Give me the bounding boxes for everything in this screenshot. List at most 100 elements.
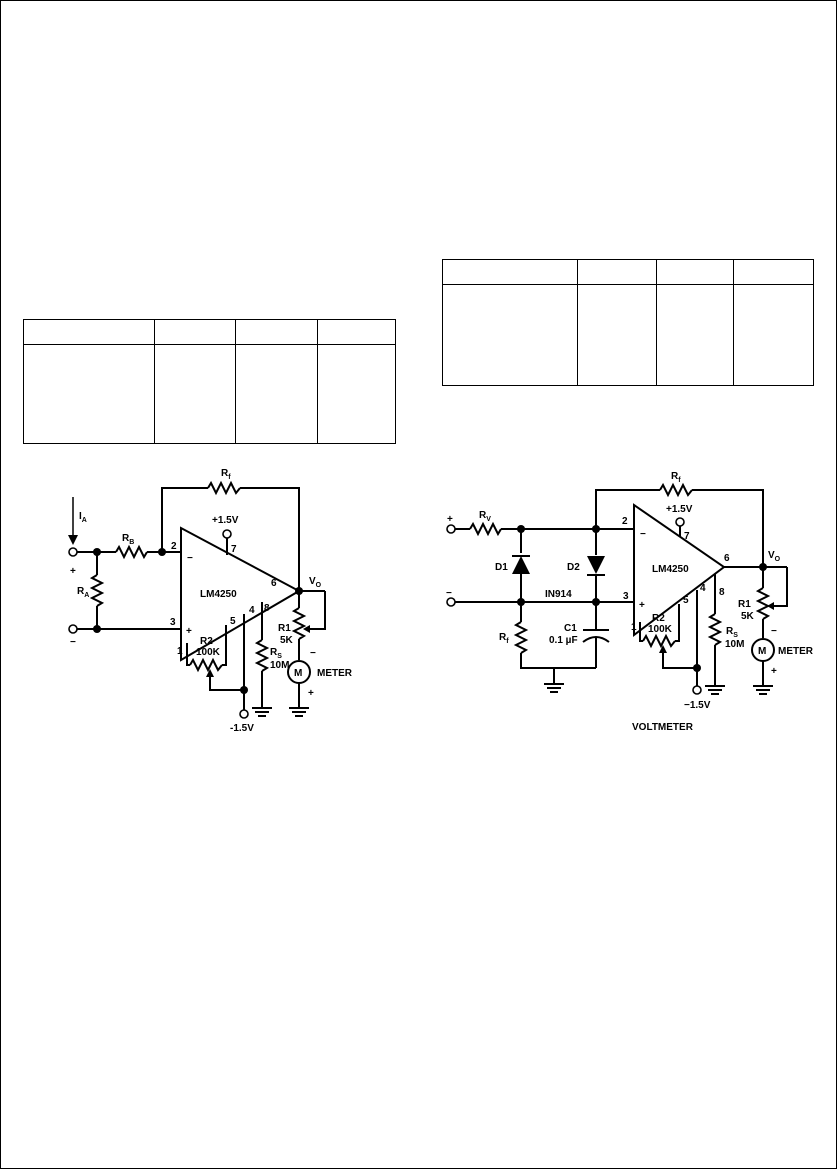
r2-name: R2 (652, 613, 665, 624)
r1-name: R1 (278, 623, 291, 634)
r1-potentiometer (755, 587, 771, 620)
rf2-label: Rf (499, 632, 509, 645)
pin-3-label: 3 (170, 617, 176, 628)
supply-negative-label: −1.5V (684, 700, 711, 711)
r2-value: 100K (648, 624, 673, 635)
pin-1-label: 1 (177, 646, 183, 657)
ground-icon (289, 707, 309, 717)
meter-minus-label: − (310, 648, 316, 659)
ra-label: RA (77, 586, 89, 599)
r1-value: 5K (741, 611, 755, 622)
meter-symbol: M (758, 646, 766, 657)
rf-label: Rf (221, 468, 231, 481)
table-cell (442, 259, 578, 285)
noninverting-input-sign: + (186, 626, 192, 637)
rs-value: 10M (270, 660, 289, 671)
input-minus-terminal (446, 597, 456, 607)
rs-label: RS (270, 647, 282, 660)
pin-8-label: 8 (719, 587, 725, 598)
d1-diode-icon (512, 555, 530, 574)
rv-resistor (469, 521, 502, 537)
noninverting-input-sign: + (639, 600, 645, 611)
table-row (442, 284, 814, 386)
rf2-resistor (513, 621, 529, 654)
rb-resistor (115, 544, 148, 560)
rf-label: Rf (671, 471, 681, 484)
diode-type-label: IN914 (545, 589, 572, 600)
pin-7-label: 7 (231, 544, 237, 555)
rf-resistor (207, 480, 241, 496)
meter-label: METER (778, 646, 814, 657)
inverting-input-sign: − (640, 529, 646, 540)
table-cell (733, 259, 814, 285)
pin-5-label: 5 (683, 595, 689, 606)
rb-label: RB (122, 533, 134, 546)
table-cell (235, 344, 319, 444)
supply-positive-terminal (675, 517, 685, 527)
d2-diode-icon (587, 556, 605, 576)
supply-negative-terminal (239, 709, 249, 719)
pin-6-label: 6 (271, 578, 277, 589)
r2-potentiometer (642, 633, 676, 649)
r2-name: R2 (200, 636, 213, 647)
rs-label: RS (726, 626, 738, 639)
right-table (442, 259, 814, 386)
inverting-input-sign: − (187, 553, 193, 564)
meter-minus-label: − (771, 626, 777, 637)
rv-label: RV (479, 510, 491, 523)
pin-2-label: 2 (171, 541, 177, 552)
input-minus-label: − (446, 588, 452, 599)
vo-label: VO (309, 576, 322, 589)
voltmeter-circuit: + − RV D1 D2 IN914 Rf (446, 471, 814, 733)
rf-resistor (659, 482, 693, 498)
table-cell (442, 284, 578, 386)
r1-potentiometer (291, 607, 307, 640)
table-cell (656, 259, 735, 285)
rs-resistor (254, 639, 270, 672)
r2-value: 100K (196, 647, 221, 658)
vo-label: VO (768, 550, 781, 563)
pin-4-label: 4 (249, 605, 255, 616)
table-cell (317, 319, 396, 345)
pin-2-label: 2 (622, 516, 628, 527)
ground-icon (753, 685, 773, 695)
ra-resistor (89, 574, 105, 607)
c1-name: C1 (564, 623, 577, 634)
current-arrow-icon (68, 497, 78, 545)
d1-label: D1 (495, 562, 508, 573)
supply-positive-label: +1.5V (212, 515, 239, 526)
table-cell (235, 319, 319, 345)
supply-positive-terminal (222, 529, 232, 539)
opamp-label: LM4250 (652, 564, 689, 575)
d2-label: D2 (567, 562, 580, 573)
r1-value: 5K (280, 635, 294, 646)
voltmeter-caption: VOLTMETER (632, 722, 694, 733)
ground-icon (544, 683, 564, 693)
supply-negative-label: -1.5V (230, 723, 254, 734)
opamp-label: LM4250 (200, 589, 237, 600)
input-plus-label: + (70, 566, 76, 577)
pin-4-label: 4 (700, 583, 706, 594)
supply-positive-label: +1.5V (666, 504, 693, 515)
ground-icon (252, 707, 272, 717)
left-table (23, 319, 396, 444)
input-minus-terminal (68, 624, 78, 634)
table-header-row (442, 259, 814, 285)
table-cell (656, 284, 735, 386)
ammeter-circuit: IA + − RB RA Rf LM4250 − + 2 3 (68, 468, 353, 734)
meter-symbol: M (294, 668, 302, 679)
pin-7-label: 7 (684, 531, 690, 542)
table-cell (23, 344, 155, 444)
ground-icon (705, 685, 725, 695)
pin-3-label: 3 (623, 591, 629, 602)
table-cell (733, 284, 814, 386)
table-cell (576, 284, 658, 386)
input-plus-label: + (447, 514, 453, 525)
meter-plus-label: + (308, 688, 314, 699)
rs-value: 10M (725, 639, 744, 650)
pin-6-label: 6 (724, 553, 730, 564)
input-minus-label: − (70, 637, 76, 648)
input-plus-terminal (68, 547, 78, 557)
pin-5-label: 5 (230, 616, 236, 627)
rs-resistor (707, 613, 723, 646)
